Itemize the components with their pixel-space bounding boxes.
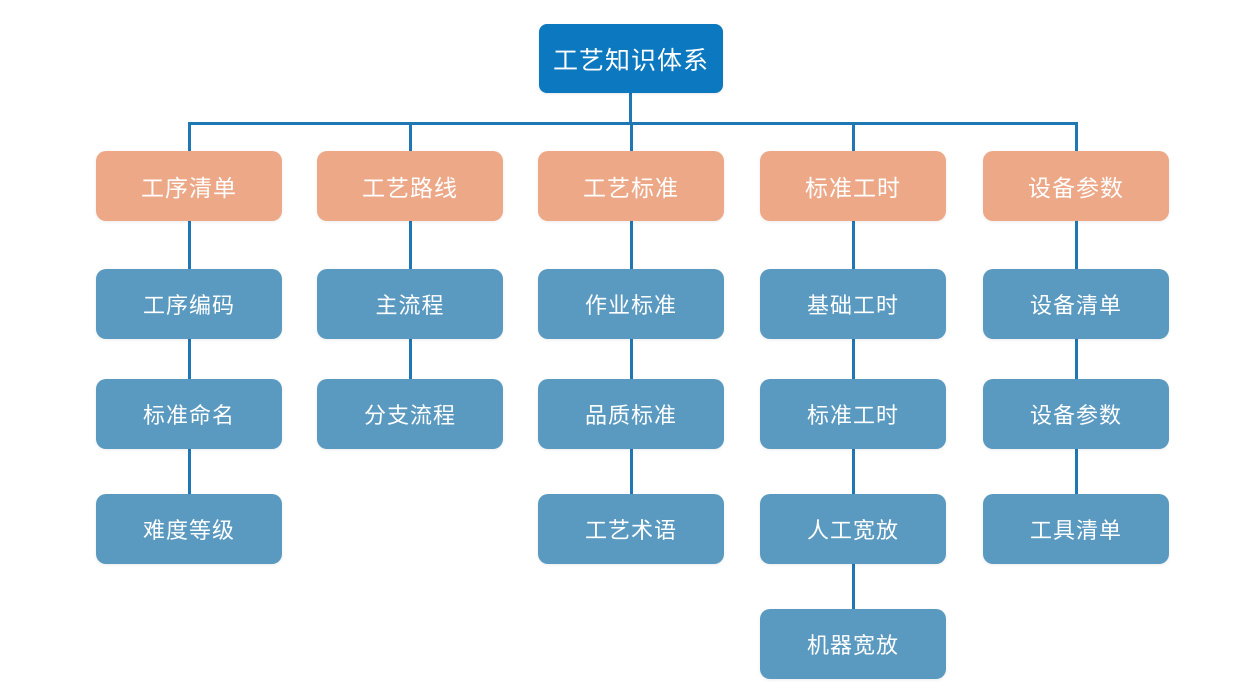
node-branch-4[interactable]: 标准工时 <box>760 151 946 221</box>
connector-root-stem <box>629 93 632 124</box>
node-branch-5-child-2[interactable]: 设备参数 <box>983 379 1169 449</box>
connector-branch-4-row-2 <box>852 338 855 386</box>
node-root[interactable]: 工艺知识体系 <box>539 24 723 93</box>
node-branch-5-child-1[interactable]: 设备清单 <box>983 269 1169 339</box>
connector-branch-4-row-3 <box>852 448 855 496</box>
node-branch-3[interactable]: 工艺标准 <box>538 151 724 221</box>
connector-branch-3-row-3 <box>630 448 633 496</box>
node-branch-4-child-4[interactable]: 机器宽放 <box>760 609 946 679</box>
node-branch-3-child-3[interactable]: 工艺术语 <box>538 494 724 564</box>
node-branch-5-child-3[interactable]: 工具清单 <box>983 494 1169 564</box>
connector-bus-to-branch-3 <box>630 122 633 152</box>
connector-branch-1-row-1 <box>188 220 191 270</box>
node-branch-4-child-3[interactable]: 人工宽放 <box>760 494 946 564</box>
node-branch-2-child-2[interactable]: 分支流程 <box>317 379 503 449</box>
node-branch-4-child-1[interactable]: 基础工时 <box>760 269 946 339</box>
node-branch-2-child-1[interactable]: 主流程 <box>317 269 503 339</box>
connector-branch-5-row-3 <box>1075 448 1078 496</box>
node-branch-5[interactable]: 设备参数 <box>983 151 1169 221</box>
connector-branch-3-row-2 <box>630 338 633 386</box>
node-branch-3-child-2[interactable]: 品质标准 <box>538 379 724 449</box>
connector-branch-3-row-1 <box>630 220 633 270</box>
node-branch-1-child-3[interactable]: 难度等级 <box>96 494 282 564</box>
connector-branch-2-row-1 <box>409 220 412 270</box>
connector-bus-to-branch-5 <box>1075 122 1078 152</box>
node-branch-4-child-2[interactable]: 标准工时 <box>760 379 946 449</box>
connector-branch-5-row-2 <box>1075 338 1078 386</box>
connector-bus-to-branch-1 <box>188 122 191 152</box>
node-branch-3-child-1[interactable]: 作业标准 <box>538 269 724 339</box>
connector-horizontal-bus <box>188 122 1078 125</box>
connector-branch-5-row-1 <box>1075 220 1078 270</box>
node-branch-1-child-2[interactable]: 标准命名 <box>96 379 282 449</box>
connector-branch-1-row-2 <box>188 338 191 386</box>
connector-branch-4-row-4 <box>852 563 855 611</box>
connector-branch-1-row-3 <box>188 448 191 496</box>
connector-branch-4-row-1 <box>852 220 855 270</box>
node-branch-1-child-1[interactable]: 工序编码 <box>96 269 282 339</box>
node-branch-1[interactable]: 工序清单 <box>96 151 282 221</box>
connector-branch-2-row-2 <box>409 338 412 386</box>
node-branch-2[interactable]: 工艺路线 <box>317 151 503 221</box>
connector-bus-to-branch-4 <box>852 122 855 152</box>
connector-bus-to-branch-2 <box>409 122 412 152</box>
